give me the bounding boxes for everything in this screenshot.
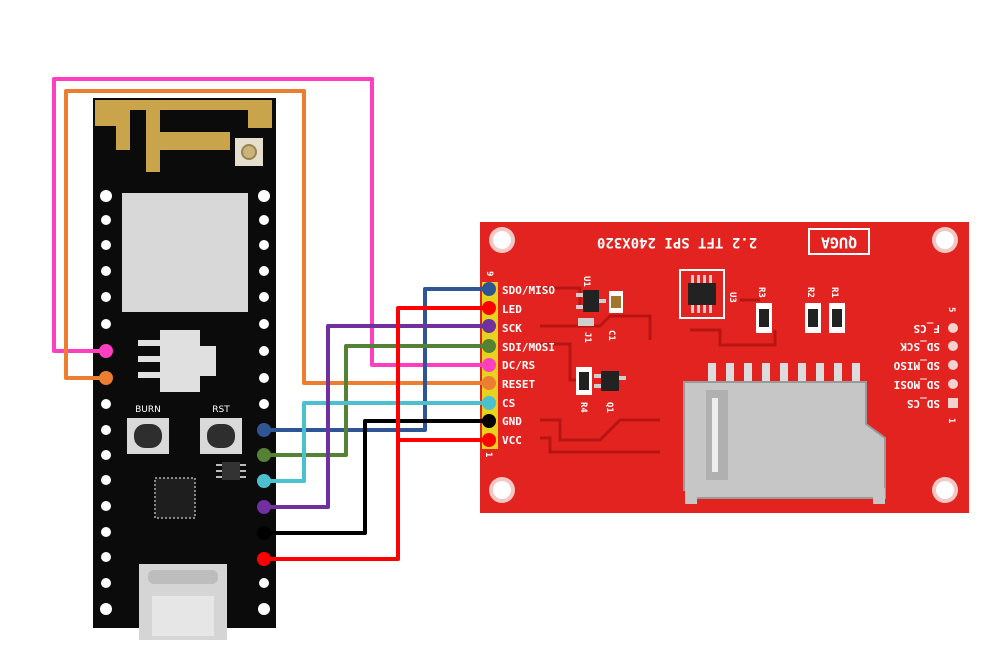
wire-gnd (262, 419, 490, 535)
sd-pin-label-f-cs: F_CS (914, 322, 941, 335)
wire-sck (262, 324, 490, 509)
label-r3: R3 (756, 287, 766, 298)
component-j1 (578, 318, 594, 326)
sd-card-slot (683, 363, 886, 504)
dot-devboard-gnd (257, 526, 271, 540)
small-ic (222, 462, 240, 480)
label-r4: R4 (578, 402, 588, 413)
dot-devboard-sdi-mosi (257, 448, 271, 462)
dot-devboard-dc-rs (99, 344, 113, 358)
rst-button-label: RST (212, 405, 230, 415)
pin-dots (99, 282, 496, 566)
sd-pin-number-top: 5 (946, 307, 956, 312)
component-u3 (679, 269, 725, 319)
dot-tft-reset (482, 376, 496, 390)
dot-tft-sdi-mosi (482, 339, 496, 353)
wifi-module-shield (122, 193, 248, 312)
component-c1 (609, 291, 623, 313)
dot-tft-gnd (482, 414, 496, 428)
pin-label-gnd: GND (502, 415, 522, 428)
dot-tft-dc-rs (482, 358, 496, 372)
pin-label-reset: RESET (502, 378, 535, 391)
label-j1: J1 (582, 332, 592, 343)
tft-display-module: QUGA 2.2 TFT SPI 240X320 U1 J1 C1 R4 Q1 (480, 222, 969, 513)
label-r2: R2 (805, 287, 815, 298)
dot-devboard-reset (99, 371, 113, 385)
right-header-pins (258, 190, 270, 615)
dot-devboard-vcc (257, 552, 271, 566)
pin-label-led: LED (502, 303, 522, 316)
component-q1 (594, 371, 626, 391)
pcb-antenna (95, 100, 272, 172)
pin-label-dc-rs: DC/RS (502, 359, 535, 372)
sd-pin-label-sd-cs: SD_CS (907, 397, 940, 410)
wires (52, 77, 490, 561)
sd-pin-label-sd-sck: SD_SCK (900, 340, 940, 353)
sd-pin-label-sd-miso: SD_MISO (893, 359, 940, 372)
wire-vcc (262, 438, 490, 561)
left-header-pins (100, 190, 112, 615)
dev-board: BURN RST (93, 98, 276, 640)
logo-box: QUGA (808, 228, 870, 255)
label-u3: U3 (727, 292, 737, 303)
sd-header-pins (948, 323, 958, 408)
usb-bridge-ic (154, 477, 196, 519)
sd-pin-label-sd-mosi: SD_MOSI (894, 378, 940, 391)
label-u1: U1 (581, 276, 591, 287)
component-u1 (576, 290, 606, 312)
dot-devboard-cs (257, 474, 271, 488)
wire-sdo-miso (262, 287, 490, 432)
label-q1: Q1 (604, 402, 614, 413)
sd-pin-number-bottom: 1 (946, 418, 956, 423)
dot-tft-cs (482, 396, 496, 410)
dot-devboard-sdo-miso (257, 423, 271, 437)
pin-label-cs: CS (502, 397, 515, 410)
sd-pin-labels: F_CS SD_SCK SD_MISO SD_MOSI SD_CS (893, 322, 940, 410)
burn-button[interactable] (127, 418, 169, 454)
brand-logo: QUGA (821, 234, 857, 252)
wire-dc-rs (52, 77, 490, 367)
component-r3 (756, 303, 772, 333)
dot-devboard-sck (257, 500, 271, 514)
component-r1 (829, 303, 845, 333)
burn-button-label: BURN (135, 405, 161, 415)
tft-pin-number-bottom: 1 (483, 452, 493, 457)
wire-led (396, 306, 490, 442)
pin-label-sdo-miso: SDO/MISO (502, 284, 555, 297)
mounting-holes (489, 227, 958, 503)
dot-tft-sck (482, 319, 496, 333)
label-c1: C1 (606, 330, 616, 341)
wire-reset (64, 89, 490, 385)
rst-button[interactable] (200, 418, 242, 454)
tft-pin-labels: SDO/MISO LED SCK SDI/MOSI DC/RS RESET CS… (502, 284, 555, 447)
dot-tft-vcc (482, 433, 496, 447)
module-title: 2.2 TFT SPI 240X320 (597, 234, 757, 250)
label-r1: R1 (829, 287, 839, 298)
pin-label-sdi-mosi: SDI/MOSI (502, 341, 555, 354)
pin-label-sck: SCK (502, 322, 522, 335)
pin-label-vcc: VCC (502, 434, 522, 447)
dot-tft-sdo-miso (482, 282, 496, 296)
tft-pin-number-top: 9 (484, 271, 494, 276)
dot-tft-led (482, 301, 496, 315)
component-r4 (576, 367, 592, 395)
component-r2 (805, 303, 821, 333)
voltage-regulator (160, 330, 200, 392)
usb-c-connector[interactable] (139, 564, 227, 640)
